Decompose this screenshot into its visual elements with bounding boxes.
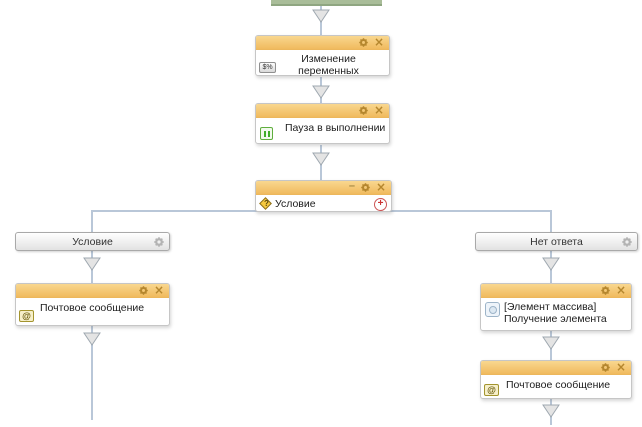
connector-line: [550, 210, 552, 233]
gear-icon[interactable]: [359, 38, 368, 47]
variables-icon: $%: [259, 62, 276, 73]
node-title: Почтовое сообщение: [40, 302, 145, 314]
close-icon[interactable]: ×: [373, 103, 384, 117]
pause-icon: [260, 127, 273, 140]
node-title: Изменение переменных: [298, 53, 359, 77]
gear-icon[interactable]: [139, 286, 148, 295]
node-header: – ×: [256, 181, 391, 195]
node-body: Пауза в выполнении: [256, 118, 389, 144]
mail-icon: @: [19, 310, 34, 322]
node-get-array-element[interactable]: × [Элемент массива] Получение элемента: [480, 283, 632, 331]
node-body: [Элемент массива] Получение элемента: [481, 298, 631, 331]
condition-question-mark: ?: [264, 199, 269, 208]
arrow-down-icon: [312, 9, 330, 23]
node-body: Изменение переменных $%: [256, 50, 389, 77]
close-icon[interactable]: ×: [615, 360, 626, 374]
node-header: ×: [256, 104, 389, 118]
collapse-icon[interactable]: –: [348, 180, 355, 192]
branch-label-text: Нет ответа: [530, 235, 583, 248]
node-header: ×: [16, 284, 169, 298]
gear-icon[interactable]: [361, 183, 370, 192]
node-header: ×: [481, 284, 631, 298]
node-mail-message-left[interactable]: × Почтовое сообщение @: [15, 283, 170, 326]
node-change-variables[interactable]: × Изменение переменных $%: [255, 35, 390, 77]
sequence-block-edge: [271, 0, 382, 6]
node-title-line1: [Элемент массива]: [504, 301, 597, 313]
close-icon[interactable]: ×: [615, 283, 626, 297]
branch-label-no-answer[interactable]: Нет ответа: [475, 232, 638, 251]
node-title: Почтовое сообщение: [506, 379, 611, 391]
connector-line: [91, 210, 93, 233]
arrow-down-icon: [83, 332, 101, 346]
node-title-line2: Получение элемента: [504, 313, 607, 325]
node-body: ? Условие +: [256, 195, 391, 212]
node-condition[interactable]: – × ? Условие +: [255, 180, 392, 212]
node-title: Пауза в выполнении: [285, 122, 386, 134]
branch-label-text: Условие: [72, 235, 113, 248]
close-icon[interactable]: ×: [375, 180, 386, 194]
gear-icon[interactable]: [154, 237, 164, 250]
connector-line: [91, 326, 93, 420]
node-pause[interactable]: × Пауза в выполнении: [255, 103, 390, 144]
gear-icon[interactable]: [601, 363, 610, 372]
arrow-down-icon: [312, 152, 330, 166]
arrow-down-icon: [312, 85, 330, 99]
node-header: ×: [481, 361, 631, 375]
node-header: ×: [256, 36, 389, 50]
close-icon[interactable]: ×: [153, 283, 164, 297]
array-element-icon: [485, 302, 500, 317]
add-branch-icon[interactable]: +: [374, 198, 387, 211]
gear-icon[interactable]: [359, 106, 368, 115]
gear-icon[interactable]: [601, 286, 610, 295]
mail-icon: @: [484, 384, 499, 396]
arrow-down-icon: [542, 404, 560, 418]
node-body: Почтовое сообщение @: [481, 375, 631, 399]
gear-icon[interactable]: [622, 237, 632, 250]
node-title: Условие: [275, 198, 316, 210]
node-body: Почтовое сообщение @: [16, 298, 169, 326]
close-icon[interactable]: ×: [373, 35, 384, 49]
arrow-down-icon: [542, 257, 560, 271]
branch-label-condition[interactable]: Условие: [15, 232, 170, 251]
arrow-down-icon: [542, 336, 560, 350]
arrow-down-icon: [83, 257, 101, 271]
node-mail-message-right[interactable]: × Почтовое сообщение @: [480, 360, 632, 399]
